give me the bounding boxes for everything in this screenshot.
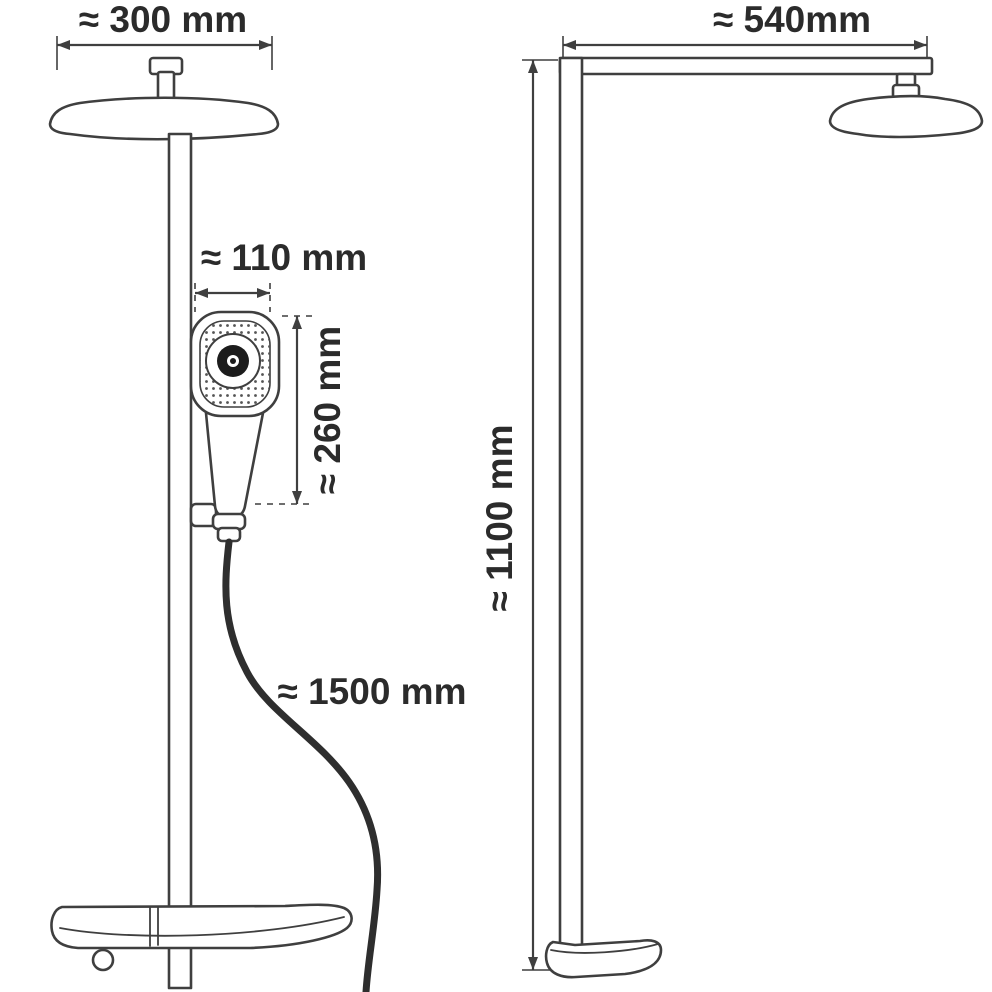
hose-length-label: ≈ 1500 mm (278, 671, 467, 712)
hand-shower (189, 310, 281, 543)
rain-shower-head-side (828, 72, 984, 139)
side-view: ≈ 540mm ≈ 1100 mm (479, 0, 984, 979)
shelf-side (544, 938, 663, 979)
arm-reach-label: ≈ 540mm (713, 0, 871, 40)
shower-column-front (167, 132, 193, 990)
arrow-right-icon (914, 40, 927, 50)
arrow-right-icon (257, 288, 270, 298)
shower-hose-group: ≈ 1500 mm (222, 538, 467, 992)
hand-shower-handle (204, 411, 265, 520)
shelf-body (50, 903, 353, 950)
shelf-front-edge (550, 943, 659, 954)
rain-shower-head-front (48, 56, 280, 141)
mixer-knob (91, 948, 115, 972)
arrow-up-icon (528, 60, 538, 73)
arrow-left-icon (195, 288, 208, 298)
shelf-body (544, 938, 663, 979)
dimension-head-width: ≈ 300 mm (56, 0, 273, 70)
front-view: ≈ 300 mm ≈ 110 mm ≈ 260 mm (48, 0, 467, 992)
shower-hose (222, 538, 382, 992)
column-height-label: ≈ 1100 mm (479, 425, 520, 612)
shower-arm-side (558, 56, 934, 76)
hand-shower-height-label: ≈ 260 mm (307, 326, 348, 494)
arrow-down-icon (528, 957, 538, 970)
hand-shower-width-label: ≈ 110 mm (201, 237, 367, 278)
spray-mode-button-dot (230, 358, 236, 364)
rain-head-disc (48, 96, 280, 141)
shelf-front (50, 903, 353, 972)
rain-head-disc (828, 94, 984, 139)
arrow-left-icon (563, 40, 576, 50)
arrow-left-icon (57, 40, 70, 50)
shelf-front-edge (59, 916, 345, 937)
dimension-arm-reach: ≈ 540mm (562, 0, 928, 62)
shower-column-side (558, 56, 584, 956)
arrow-down-icon (292, 491, 302, 504)
dimension-hand-shower-width: ≈ 110 mm (194, 237, 367, 312)
dimension-hand-shower-height: ≈ 260 mm (255, 315, 348, 505)
dimension-column-height: ≈ 1100 mm (479, 59, 558, 971)
head-width-label: ≈ 300 mm (79, 0, 247, 40)
arrow-right-icon (259, 40, 272, 50)
arrow-up-icon (292, 316, 302, 329)
